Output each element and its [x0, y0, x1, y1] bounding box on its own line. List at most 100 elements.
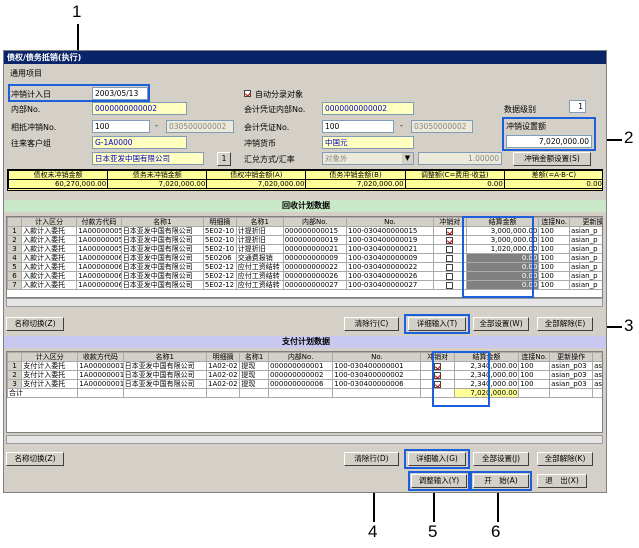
offset-no-field-a[interactable]: 100 — [92, 120, 150, 133]
summary-value: 0.00 — [404, 179, 505, 189]
pay-column-header[interactable]: 明细摘 — [205, 352, 241, 362]
offset-checkbox[interactable] — [446, 272, 454, 280]
detail-level-field[interactable]: 1 — [569, 100, 586, 113]
recv-cell: 100 — [538, 262, 570, 272]
rate-mode-select[interactable]: 对象外 — [322, 152, 414, 165]
recv-column-header[interactable]: 计入区分 — [21, 217, 78, 227]
recv-all-release-button[interactable]: 全部解除(E) — [537, 317, 593, 331]
recv-column-header[interactable]: 内部No. — [282, 217, 348, 227]
currency-field: 中国元 — [322, 136, 414, 149]
group-label: 通用项目 — [10, 69, 42, 78]
pay-total-empty — [332, 388, 422, 398]
pay-cell: 日本亚发中国有限公司 — [122, 370, 208, 380]
pay-total-empty — [420, 388, 455, 398]
exit-button[interactable]: 退 出(X) — [537, 474, 587, 488]
pay-cell: 支付计入委托 — [21, 361, 79, 371]
customer-select-button[interactable]: 1 — [217, 152, 231, 166]
recv-column-header[interactable]: 名称1 — [120, 217, 204, 227]
recv-cell: asian_p — [568, 244, 602, 254]
chevron-down-icon[interactable]: ▼ — [402, 153, 413, 164]
pay-section-title: 支付计划数据 — [4, 336, 606, 348]
offset-checkbox[interactable] — [434, 380, 442, 388]
recv-column-header[interactable]: No. — [346, 217, 434, 227]
recv-column-header[interactable]: 名称1 — [235, 217, 284, 227]
pay-column-header[interactable] — [7, 352, 23, 362]
offset-checkbox[interactable] — [446, 263, 454, 271]
callout-2: 2 — [624, 128, 634, 147]
date-field[interactable]: 2003/05/13 — [92, 87, 148, 100]
recv-column-header[interactable]: 连接No. — [538, 217, 570, 227]
pay-all-release-button[interactable]: 全部解除(K) — [537, 452, 593, 466]
recv-cell: 100-030400000022 — [346, 262, 434, 272]
offset-checkbox[interactable] — [434, 362, 442, 370]
pay-detail-input-button[interactable]: 详细输入(G) — [408, 452, 466, 466]
recv-clear-row-button[interactable]: 清除行(C) — [344, 317, 399, 331]
recv-detail-input-button[interactable]: 详细输入(T) — [408, 317, 466, 331]
pay-all-set-button[interactable]: 全部设置(J) — [473, 452, 529, 466]
adjust-input-button[interactable]: 调整输入(Y) — [411, 474, 467, 488]
rate-label: 汇兑方式/汇率 — [244, 155, 295, 164]
highlight-adjust — [408, 471, 470, 491]
pay-cell: 000000000002 — [267, 370, 334, 380]
leader-5 — [433, 488, 435, 522]
pay-column-header[interactable]: 名 — [592, 352, 602, 362]
auto-entry-checkbox[interactable] — [244, 90, 251, 97]
recv-column-header[interactable]: 更新操 — [568, 217, 602, 227]
pay-column-header[interactable]: 内部No. — [267, 352, 334, 362]
setting-amount-button[interactable]: 冲销金额设置(S) — [513, 152, 591, 166]
pay-cell: 日本亚发中国有限公司 — [122, 379, 208, 389]
pay-name-switch-button[interactable]: 名称切换(Z) — [6, 452, 64, 466]
pay-total-empty — [239, 388, 269, 398]
pay-column-header[interactable]: 收款方代码 — [77, 352, 124, 362]
recv-all-set-button[interactable]: 全部设置(W) — [473, 317, 529, 331]
summary-header: 债权冲销金额(A) — [206, 170, 307, 180]
callout-5: 5 — [428, 522, 438, 541]
pay-scrollbar[interactable] — [6, 435, 603, 444]
offset-checkbox[interactable] — [446, 227, 454, 235]
voucher-no-label: 会计凭证No. — [244, 123, 290, 132]
pay-total-empty — [592, 388, 602, 398]
pay-column-header[interactable]: 更新操作 — [549, 352, 594, 362]
pay-column-header[interactable]: 名称1 — [122, 352, 208, 362]
offset-checkbox[interactable] — [446, 245, 454, 253]
pay-clear-row-button[interactable]: 清除行(D) — [344, 452, 399, 466]
recv-cell: 入款计入委托 — [21, 262, 78, 272]
offset-checkbox[interactable] — [446, 254, 454, 262]
highlight-recv-detail — [404, 314, 470, 334]
summary-header: 调整额(C=费用-收益) — [404, 170, 505, 180]
pay-cell: asia — [592, 361, 602, 371]
recv-cell: 5E02-12 — [202, 262, 237, 272]
recv-cell: 日本亚发中国有限公司 — [120, 226, 204, 236]
pay-column-header[interactable]: 计入区分 — [21, 352, 79, 362]
pay-total-empty — [77, 388, 124, 398]
recv-column-header[interactable] — [7, 217, 23, 227]
recv-cell: 1A00000006 — [76, 280, 122, 290]
recv-cell: 日本亚发中国有限公司 — [120, 262, 204, 272]
recv-column-header[interactable]: 明细摘 — [202, 217, 237, 227]
start-button[interactable]: 开 始(A) — [473, 474, 529, 488]
summary-value: 0.00 — [503, 179, 602, 189]
recv-scrollbar[interactable] — [6, 298, 603, 307]
voucher-no-field-a[interactable]: 100 — [322, 120, 394, 133]
offset-checkbox[interactable] — [446, 281, 454, 289]
recv-name-switch-button[interactable]: 名称切换(Z) — [6, 317, 64, 331]
pay-column-header[interactable]: 名称1 — [239, 352, 269, 362]
setting-amount-field[interactable]: 7,020,000.00 — [506, 135, 592, 148]
offset-checkbox[interactable] — [446, 236, 454, 244]
recv-cell: 5E0206 — [202, 253, 237, 263]
offset-checkbox[interactable] — [434, 371, 442, 379]
pay-column-header[interactable]: 连接No. — [518, 352, 551, 362]
pay-cell: 提现 — [239, 379, 269, 389]
pay-cell: 1A00000001 — [77, 361, 124, 371]
recv-cell: asian_p — [568, 253, 602, 263]
pay-column-header[interactable]: No. — [332, 352, 422, 362]
recv-column-header[interactable]: 付款方代码 — [76, 217, 122, 227]
pay-cell: 日本亚发中国有限公司 — [122, 361, 208, 371]
recv-cell: 000000000026 — [282, 271, 348, 281]
